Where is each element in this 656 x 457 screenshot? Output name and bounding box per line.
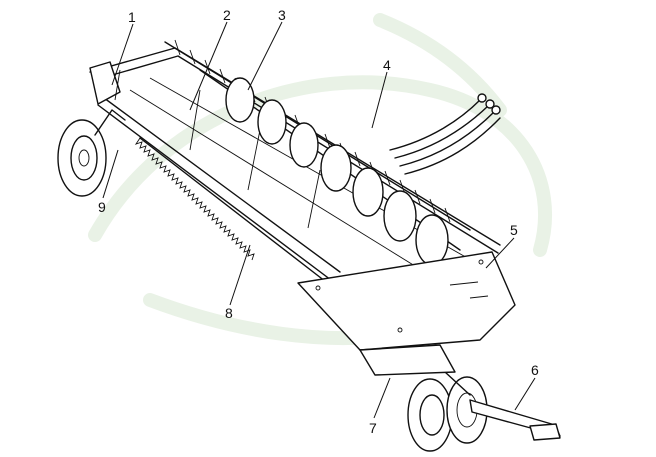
callout-1: 1 — [128, 9, 136, 25]
cutter-bar — [134, 137, 331, 286]
callout-5: 5 — [510, 222, 518, 238]
callout-7: 7 — [369, 420, 377, 436]
transport-wheels — [399, 359, 488, 452]
header-frame — [89, 47, 501, 301]
callout-4: 4 — [383, 57, 391, 73]
callout-8: 8 — [225, 305, 233, 321]
left-wheel — [57, 109, 126, 197]
tow-bar — [469, 399, 561, 441]
callout-3: 3 — [278, 7, 286, 23]
end-shield — [297, 251, 516, 351]
callout-9: 9 — [98, 199, 106, 215]
callout-2: 2 — [223, 7, 231, 23]
hydraulic-hoses — [389, 93, 501, 175]
callout-6: 6 — [531, 362, 539, 378]
hitch — [359, 344, 456, 376]
leader-lines — [102, 21, 536, 419]
callout-labels: 1 2 3 4 5 6 7 8 9 — [98, 7, 539, 436]
auger — [199, 69, 461, 266]
